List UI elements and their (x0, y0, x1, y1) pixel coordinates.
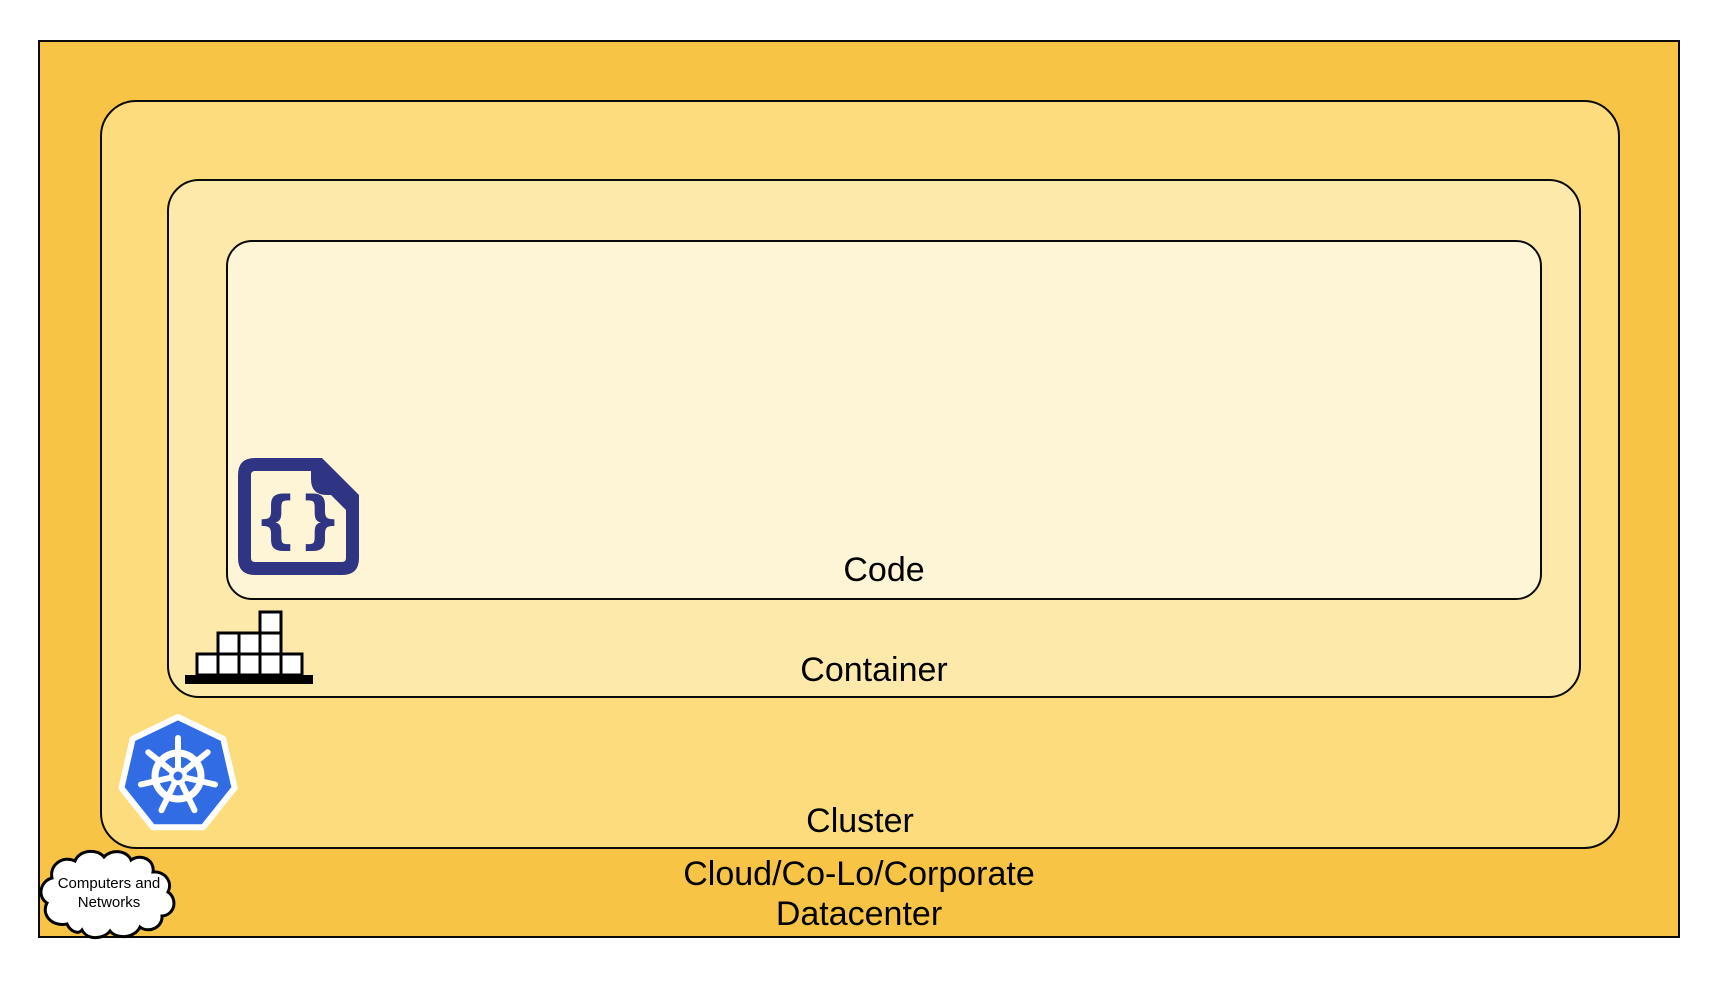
cluster-box: {} Code (100, 100, 1620, 849)
container-label: Container (800, 651, 948, 689)
cloud-label-line2: Networks (77, 894, 141, 911)
datacenter-box: {} Code (38, 40, 1680, 940)
container-box: {} Code (167, 179, 1581, 698)
container-base-bar (185, 675, 313, 684)
code-file-icon: {} (238, 458, 359, 575)
cloud-label-line1: Computers and (57, 875, 161, 892)
datacenter-label-line1: Cloud/Co-Lo/Corporate (683, 855, 1035, 893)
code-label: Code (843, 551, 925, 589)
cluster-label: Cluster (806, 802, 914, 840)
code-box: {} Code (226, 240, 1542, 600)
datacenter-label-line2: Datacenter (775, 895, 943, 933)
kubernetes-icon (118, 714, 238, 831)
wheel-ring (151, 749, 205, 803)
code-braces-glyph: {} (254, 483, 342, 556)
computers-networks-cloud: Computers and Networks (34, 848, 184, 940)
cloud-label: Computers and Networks (34, 874, 184, 912)
container-blocks-icon (185, 610, 313, 684)
datacenter-label: Cloud/Co-Lo/Corporate Datacenter (40, 854, 1678, 934)
cloud-icon (39, 849, 176, 940)
